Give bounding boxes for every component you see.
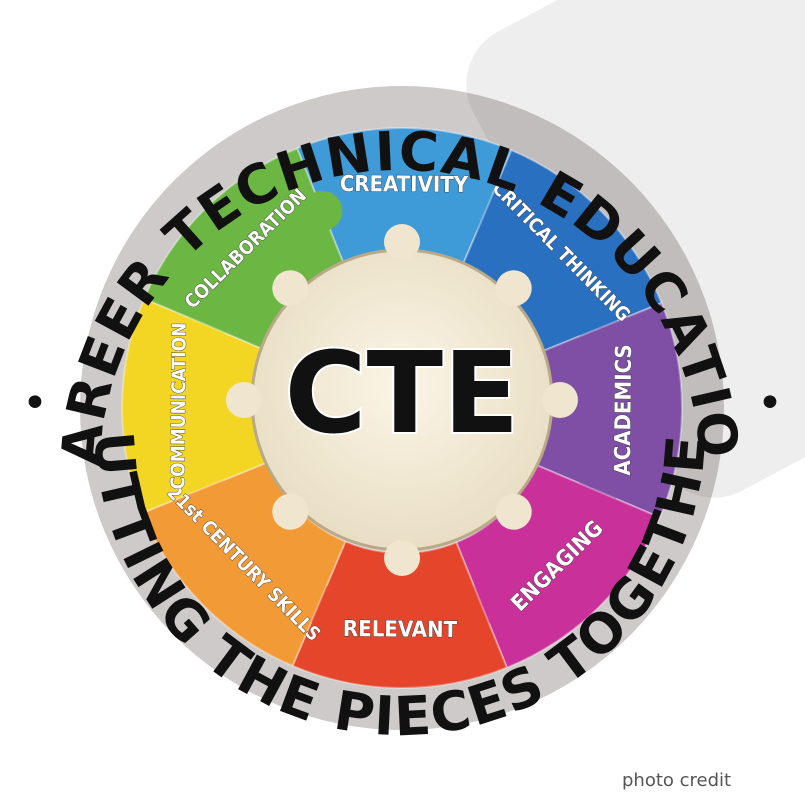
center-puzzle-piece — [226, 224, 578, 576]
left-separator-dot: • — [22, 378, 48, 429]
puzzle-tab-8 — [302, 190, 343, 231]
center-tab-5 — [384, 540, 420, 576]
center-tab-2 — [495, 270, 532, 307]
right-separator-dot: • — [757, 378, 783, 429]
center-tab-7 — [226, 382, 262, 418]
photo-credit: photo credit — [622, 770, 732, 791]
piece-label-5: RELEVANT — [343, 617, 458, 643]
center-label: CTE — [284, 329, 519, 459]
puzzle-piece-5 — [291, 540, 509, 689]
center-tab-1 — [384, 224, 420, 260]
center-tab-8 — [272, 270, 309, 307]
piece-label-3: ACADEMICS — [611, 344, 637, 476]
center-tab-6 — [272, 493, 309, 530]
center-tab-3 — [542, 382, 578, 418]
piece-label-1: CREATIVITY — [340, 172, 469, 198]
piece-label-7: COMMUNICATION — [167, 323, 190, 490]
center-tab-4 — [495, 493, 532, 530]
